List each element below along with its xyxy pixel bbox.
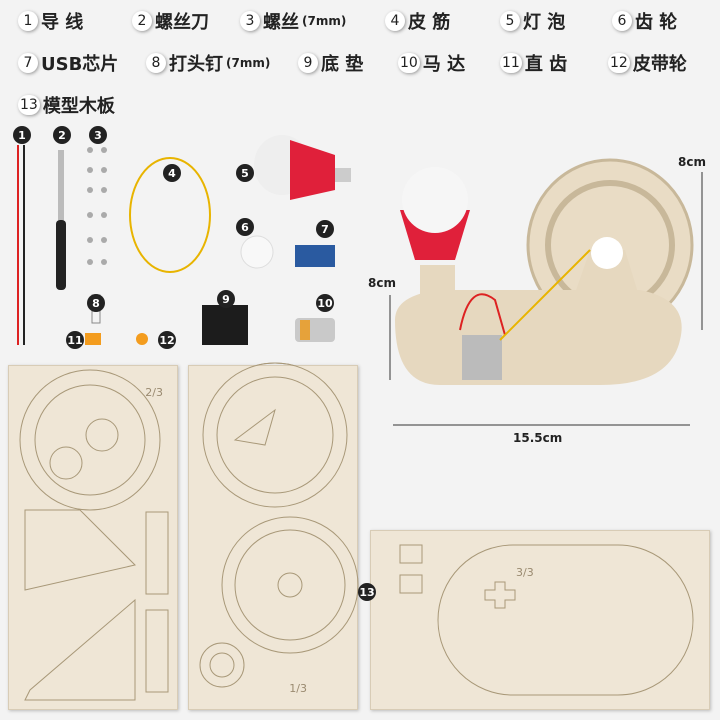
part-badge: 3 <box>89 126 107 144</box>
part-badge: 6 <box>236 218 254 236</box>
part-badge: 1 <box>13 126 31 144</box>
part-badge: 13 <box>358 583 376 601</box>
part-badge: 9 <box>217 290 235 308</box>
part-badge: 12 <box>158 331 176 349</box>
part-badge: 7 <box>316 220 334 238</box>
dimension-width: 15.5cm <box>513 431 563 445</box>
part-badge: 2 <box>53 126 71 144</box>
dimension-height-right: 8cm <box>678 155 706 169</box>
part-badge: 4 <box>163 164 181 182</box>
wood-board-2-3: 2/3 <box>8 365 178 710</box>
wood-board-3-3: 3/3 <box>370 530 710 710</box>
dimension-height-left: 8cm <box>368 276 396 290</box>
part-badge: 5 <box>236 164 254 182</box>
part-badge: 8 <box>87 294 105 312</box>
part-badge: 11 <box>66 331 84 349</box>
part-badge: 10 <box>316 294 334 312</box>
wood-board-1-3: 1/3 <box>188 365 358 710</box>
